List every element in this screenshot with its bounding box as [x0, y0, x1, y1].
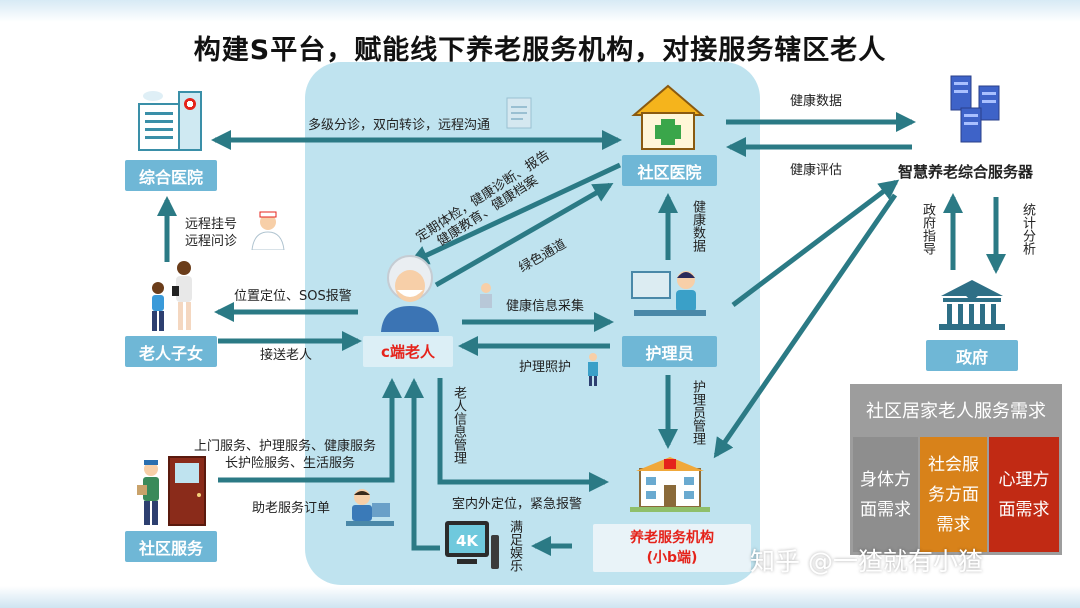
label-entertainment: 满足娱乐: [507, 520, 522, 572]
arrow-service-to-elder: [218, 378, 402, 483]
diagram-title: 构建S平台，赋能线下养老服务机构，对接服务辖区老人: [193, 35, 887, 66]
arrow-tv-to-elder: [404, 378, 440, 551]
node-care-org: 养老服务机构 (小b端): [593, 524, 751, 572]
label-services-1: 上门服务、护理服务、健康服务: [194, 439, 377, 454]
label-remote-consult: 远程问诊: [185, 234, 238, 249]
label-stats: 统计分析: [1020, 203, 1035, 255]
need-social-text: 社会服务方面需求: [928, 454, 979, 535]
need-social: 社会服务方面需求: [920, 437, 987, 552]
label-nurse-mgmt: 护理员管理: [690, 380, 705, 445]
label-location-sos: 位置定位、SOS报警: [234, 289, 352, 304]
node-community-service: 社区服务: [125, 531, 217, 562]
arrow-elder-to-org: [437, 378, 609, 492]
label-nursing-care: 护理照护: [519, 360, 572, 375]
org-name: 养老服务机构: [630, 530, 714, 546]
delivery-worker-icon: [137, 456, 206, 526]
caregiver-standing-icon: [588, 353, 598, 386]
label-info-collect: 健康信息采集: [506, 299, 585, 314]
org-subtitle: (小b端): [646, 550, 698, 566]
caregiver-icon: [480, 283, 492, 308]
arrow-nurse-to-server: [731, 179, 900, 307]
family-walking-icon: [152, 261, 192, 331]
arrow-community-to-elder: [408, 162, 622, 265]
clinic-house-icon: [631, 84, 705, 150]
hospital-building-icon: [138, 91, 202, 151]
node-nurse: 护理员: [622, 336, 717, 367]
node-elder-children: 老人子女: [125, 336, 217, 367]
care-home-building-icon: [630, 457, 710, 512]
label-indoor-loc: 室内外定位，紧急报警: [452, 497, 583, 512]
label-elder-info-mgmt: 老人信息管理: [451, 386, 466, 464]
nurse-at-computer-icon: [631, 271, 706, 316]
node-c-elder: c端老人: [363, 336, 453, 367]
need-physical-text: 身体方面需求: [860, 469, 911, 520]
node-government: 政府: [926, 340, 1018, 371]
label-services-2: 长护险服务、生活服务: [225, 456, 356, 471]
label-pickup: 接送老人: [260, 348, 313, 363]
label-health-data-h: 健康数据: [790, 94, 843, 109]
needs-header: 社区居家老人服务需求: [850, 384, 1062, 436]
tv-badge-text: 4K: [456, 532, 479, 550]
node-smart-server: 智慧养老综合服务器: [898, 163, 1034, 181]
server-cluster-icon: [950, 75, 1000, 143]
label-health-eval: 健康评估: [790, 163, 843, 178]
need-psych-text: 心理方面需求: [998, 469, 1050, 520]
label-remote-reg: 远程挂号: [185, 217, 238, 232]
label-multi-level: 多级分诊，双向转诊，远程沟通: [308, 118, 491, 133]
government-building-icon: [939, 280, 1005, 330]
need-physical: 身体方面需求: [853, 437, 918, 552]
tv-4k-icon: 4K: [445, 521, 499, 569]
watermark: 知乎 @一猹就有小猹: [750, 547, 983, 576]
doctor-icon: [251, 211, 285, 250]
need-psychological: 心理方面需求: [989, 437, 1059, 552]
label-order: 助老服务订单: [252, 501, 331, 516]
operator-icon: [346, 489, 394, 526]
label-health-data-v: 健康数据: [690, 200, 705, 252]
elderly-person-icon: [381, 255, 439, 332]
node-general-hospital: 综合医院: [125, 160, 217, 191]
label-gov-guidance: 政府指导: [920, 203, 935, 255]
arrow-server-to-org: [713, 193, 898, 459]
node-community-hospital: 社区医院: [622, 155, 717, 186]
document-icon: [506, 97, 532, 129]
arrow-elder-to-community-green: [434, 182, 614, 288]
